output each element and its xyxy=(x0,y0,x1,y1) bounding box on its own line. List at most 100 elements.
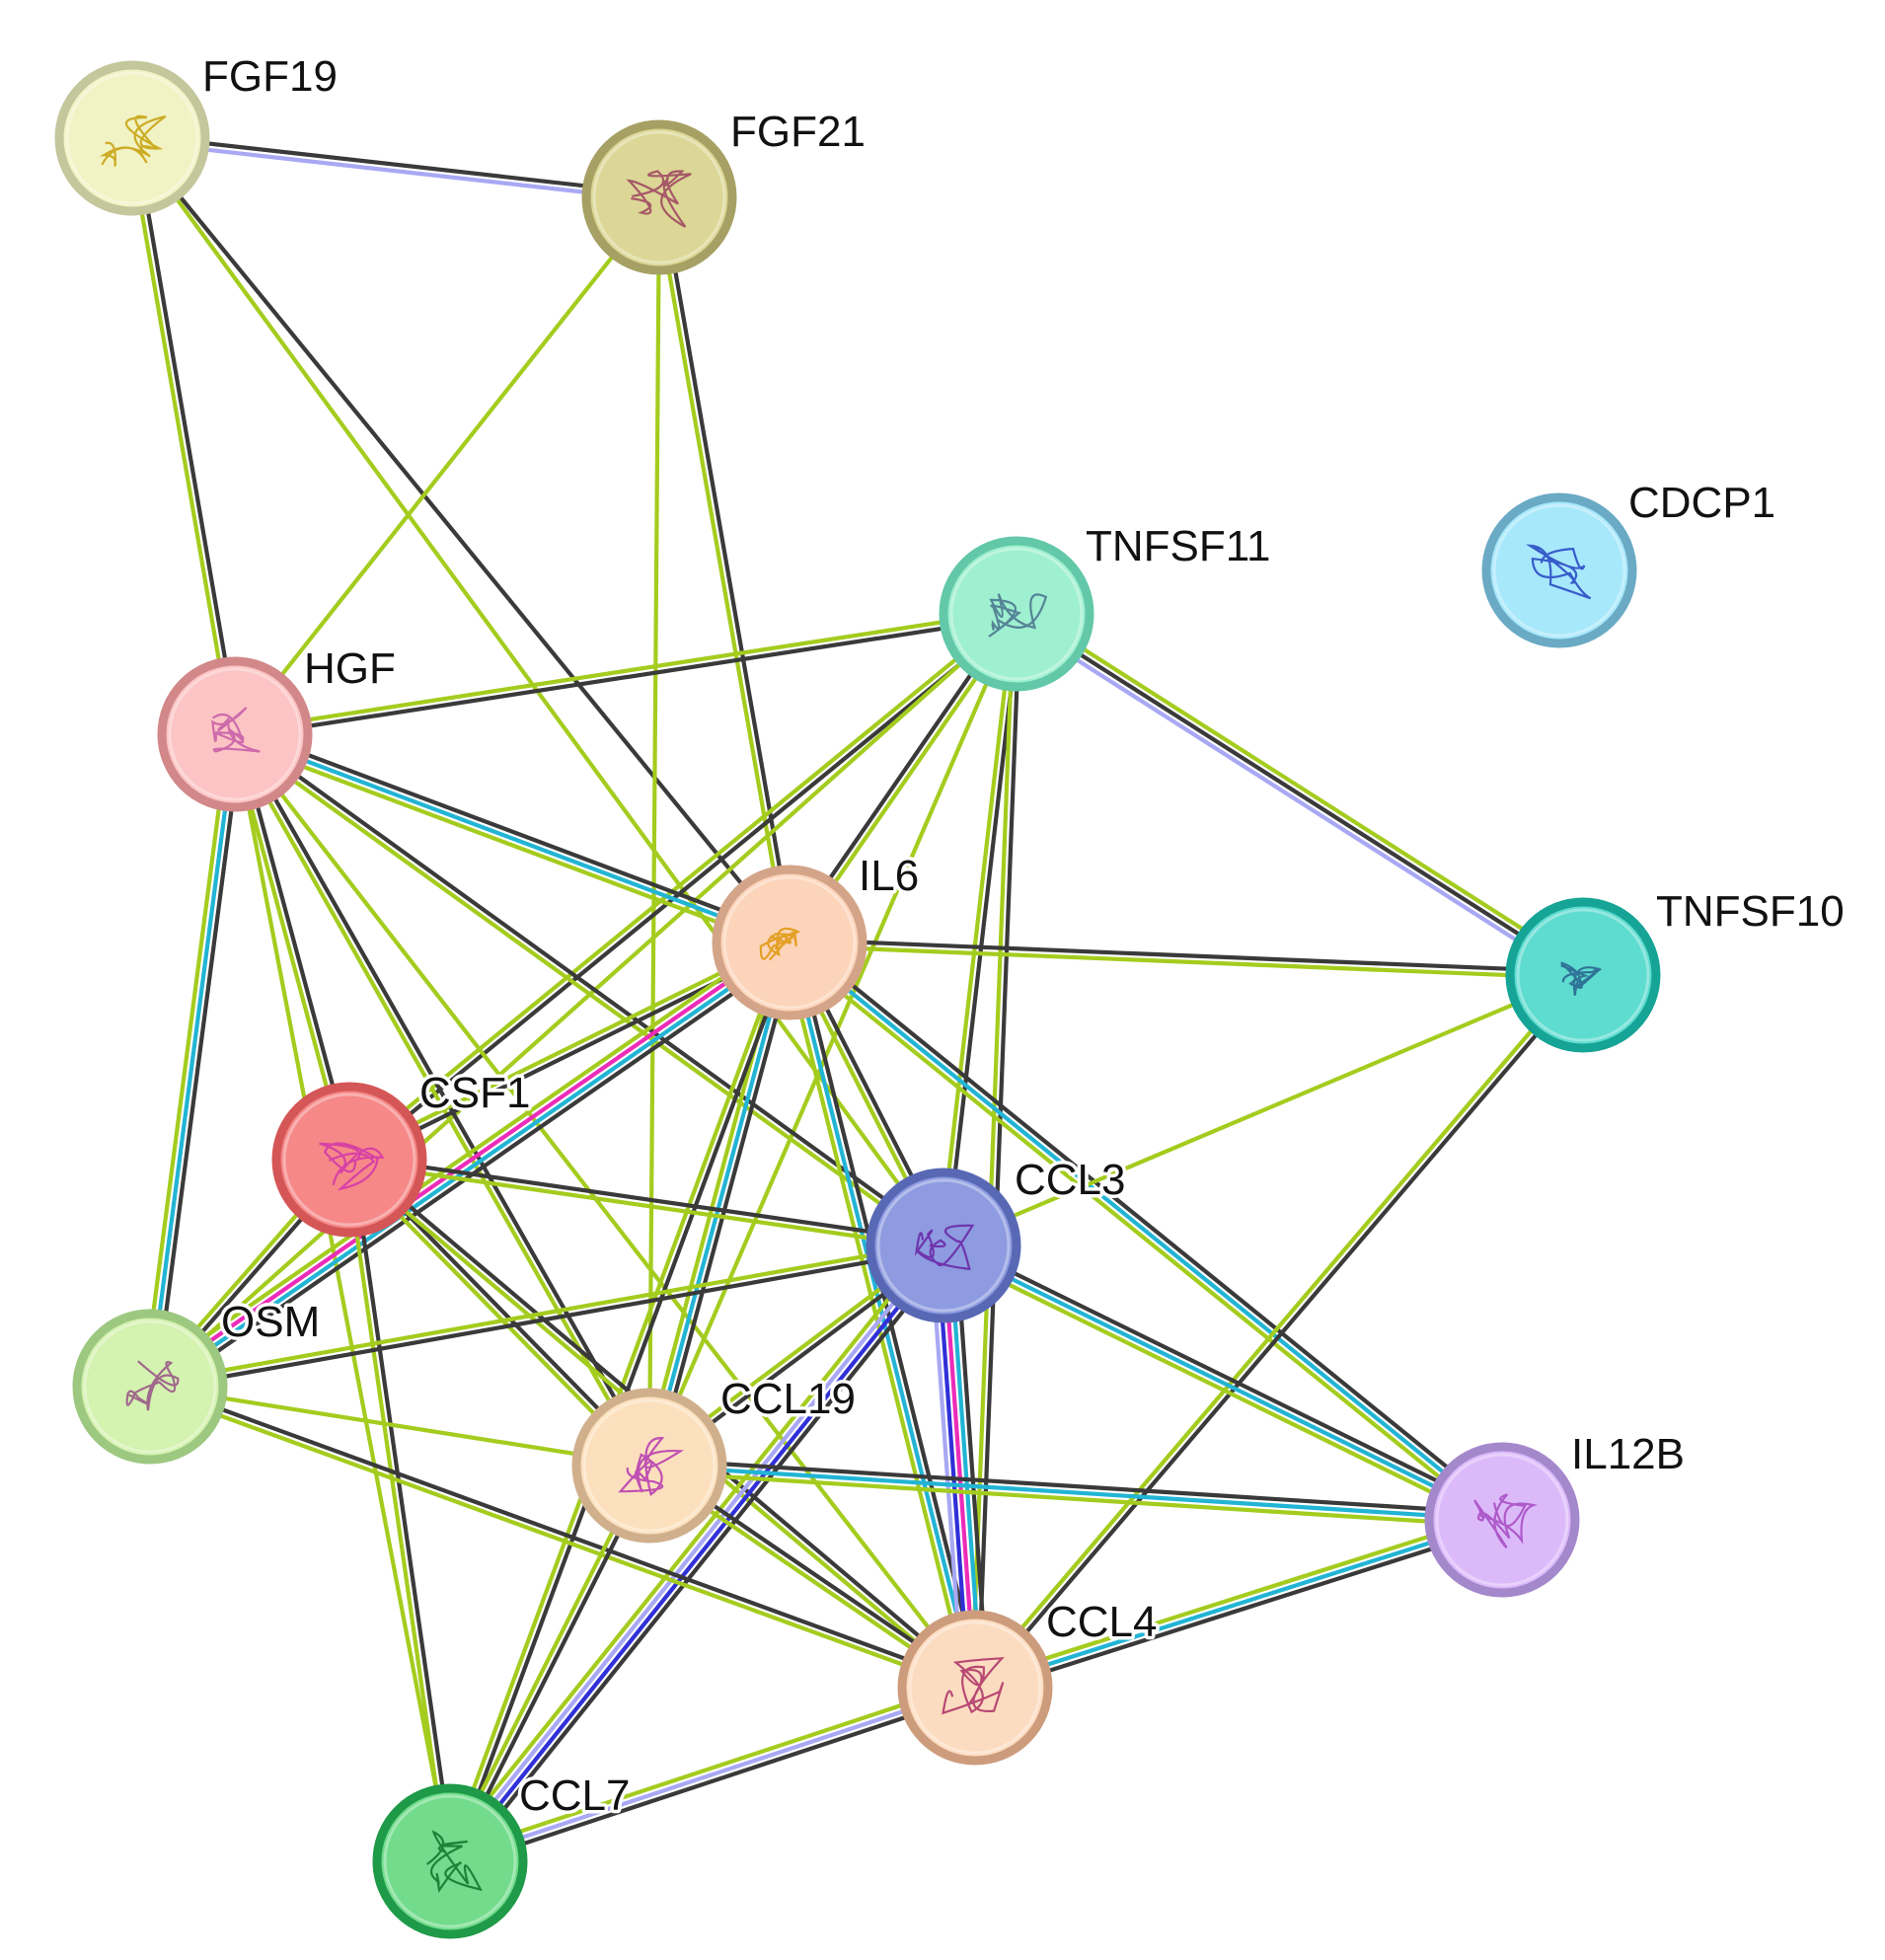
edge-strand-violet xyxy=(449,1686,976,1863)
node-label-csf1: CSF1 xyxy=(419,1069,530,1117)
edge-strand-lime xyxy=(126,138,234,735)
node-label-cdcp1: CDCP1 xyxy=(1628,479,1775,527)
edge-osm-ccl4[interactable] xyxy=(148,1382,977,1693)
node-cdcp1[interactable]: CDCP1 xyxy=(1481,476,1779,648)
edge-hgf-ccl7[interactable] xyxy=(232,733,453,1862)
edge-strand-lime xyxy=(789,943,1583,981)
edge-csf1-ccl3[interactable] xyxy=(348,1154,944,1251)
edge-strand-cyan xyxy=(974,1517,1503,1691)
edge-strand-lime xyxy=(149,1240,943,1386)
edge-strand-lime xyxy=(345,609,1017,1160)
edge-tnfsf11-ccl19[interactable] xyxy=(647,613,1018,1467)
edge-tnfsf10-ccl3[interactable] xyxy=(942,973,1584,1247)
edge-strand-black xyxy=(649,1457,1503,1516)
protein-structure-icon xyxy=(211,707,261,753)
node-tnfsf10[interactable]: TNFSF10 xyxy=(1505,884,1847,1053)
protein-structure-icon xyxy=(1526,544,1592,600)
edge-strand-black xyxy=(349,1154,944,1244)
edge-strand-black xyxy=(235,615,1018,740)
node-fgf19[interactable]: FGF19 xyxy=(54,49,340,216)
node-tnfsf11[interactable]: TNFSF11 xyxy=(939,519,1274,692)
edge-strand-violet xyxy=(1012,617,1581,983)
edge-strand-lime xyxy=(940,1248,1501,1528)
edge-hgf-osm[interactable] xyxy=(141,732,244,1389)
edge-fgf21-ccl19[interactable] xyxy=(646,196,662,1467)
node-csf1[interactable]: CSF1 xyxy=(271,1066,534,1238)
node-ccl19[interactable]: CCL19 xyxy=(571,1372,859,1544)
protein-structure-icon xyxy=(1473,1493,1538,1549)
node-fgf21[interactable]: FGF21 xyxy=(581,105,868,275)
edge-strand-black xyxy=(976,1524,1505,1696)
edge-strand-lime xyxy=(148,612,1018,1389)
edge-tnfsf11-ccl4[interactable] xyxy=(969,613,1022,1689)
edge-il6-osm[interactable] xyxy=(143,933,796,1396)
node-osm[interactable]: OSM xyxy=(72,1295,324,1465)
edge-strand-cyan xyxy=(147,733,238,1388)
edge-strand-blue xyxy=(450,1245,948,1865)
edge-strand-lime xyxy=(648,1470,1502,1529)
edge-strand-black xyxy=(792,936,1508,1517)
edge-fgf19-fgf21[interactable] xyxy=(131,132,660,203)
edge-strand-cyan xyxy=(648,1463,1503,1523)
edge-strand-black xyxy=(236,726,792,939)
edge-hgf-il6[interactable] xyxy=(232,726,792,950)
node-highlight xyxy=(168,667,302,801)
node-highlight xyxy=(383,1794,517,1928)
node-ccl4[interactable]: CCL4 xyxy=(897,1595,1161,1766)
node-circle xyxy=(54,60,210,216)
edge-il6-il12b[interactable] xyxy=(784,936,1508,1527)
edge-strand-lime xyxy=(1018,606,1588,972)
edge-strand-black xyxy=(944,1238,1506,1517)
node-highlight xyxy=(282,1093,416,1227)
node-ccl7[interactable]: CCL7 xyxy=(372,1769,634,1939)
edge-tnfsf11-hgf[interactable] xyxy=(234,608,1018,740)
edge-strand-lime xyxy=(440,1238,939,1857)
edge-strand-lime xyxy=(343,1160,449,1862)
edge-ccl3-osm[interactable] xyxy=(149,1240,944,1393)
protein-structure-icon xyxy=(988,593,1048,638)
node-ccl3[interactable]: CCL3 xyxy=(866,1153,1129,1323)
edge-strand-black xyxy=(130,136,792,944)
edge-strand-cyan xyxy=(150,942,793,1392)
edge-csf1-ccl7[interactable] xyxy=(343,1159,456,1862)
edge-strand-black xyxy=(451,1692,978,1870)
edge-strand-black xyxy=(154,948,796,1396)
edge-tnfsf11-tnfsf10[interactable] xyxy=(1012,606,1588,983)
node-hgf[interactable]: HGF xyxy=(157,641,399,812)
edge-fgf21-hgf[interactable] xyxy=(233,195,661,736)
edge-strand-cyan xyxy=(788,941,1504,1522)
edge-strand-black xyxy=(349,614,1020,1165)
edge-tnfsf11-csf1[interactable] xyxy=(345,609,1020,1165)
edge-strand-black xyxy=(455,1249,953,1869)
node-il12b[interactable]: IL12B xyxy=(1424,1427,1688,1598)
edge-strand-violet xyxy=(131,139,659,203)
edge-osm-ccl19[interactable] xyxy=(149,1384,650,1469)
edge-strand-black xyxy=(150,1246,944,1393)
edge-tnfsf10-ccl4[interactable] xyxy=(970,971,1588,1692)
node-il6[interactable]: IL6 xyxy=(712,849,923,1020)
edge-fgf19-hgf[interactable] xyxy=(126,137,241,735)
edge-hgf-ccl4[interactable] xyxy=(233,732,977,1690)
edge-ccl3-il12b[interactable] xyxy=(940,1238,1506,1528)
edge-ccl4-ccl7[interactable] xyxy=(447,1679,978,1870)
node-highlight xyxy=(1492,503,1626,638)
edge-hgf-ccl19[interactable] xyxy=(230,731,654,1469)
edge-strand-lime xyxy=(647,613,1018,1467)
protein-structure-icon xyxy=(319,1142,385,1191)
edge-strand-lime xyxy=(230,734,649,1469)
protein-structure-icon xyxy=(914,1224,975,1271)
edge-strand-lime xyxy=(969,613,1016,1688)
edge-ccl3-ccl7[interactable] xyxy=(440,1238,953,1869)
protein-structure-icon xyxy=(1560,961,1603,996)
edge-strand-lime xyxy=(231,734,943,1250)
edge-fgf19-il6[interactable] xyxy=(130,136,792,944)
edge-strand-lime xyxy=(233,195,661,736)
edge-il12b-ccl4[interactable] xyxy=(972,1511,1505,1696)
edge-ccl19-il12b[interactable] xyxy=(648,1457,1503,1529)
edge-il6-tnfsf10[interactable] xyxy=(789,937,1584,981)
edge-strand-lime xyxy=(653,197,789,943)
edge-strand-cyan xyxy=(234,732,791,944)
edge-tnfsf11-osm[interactable] xyxy=(148,612,1018,1389)
edge-hgf-ccl3[interactable] xyxy=(231,729,947,1250)
node-circle xyxy=(581,119,737,275)
